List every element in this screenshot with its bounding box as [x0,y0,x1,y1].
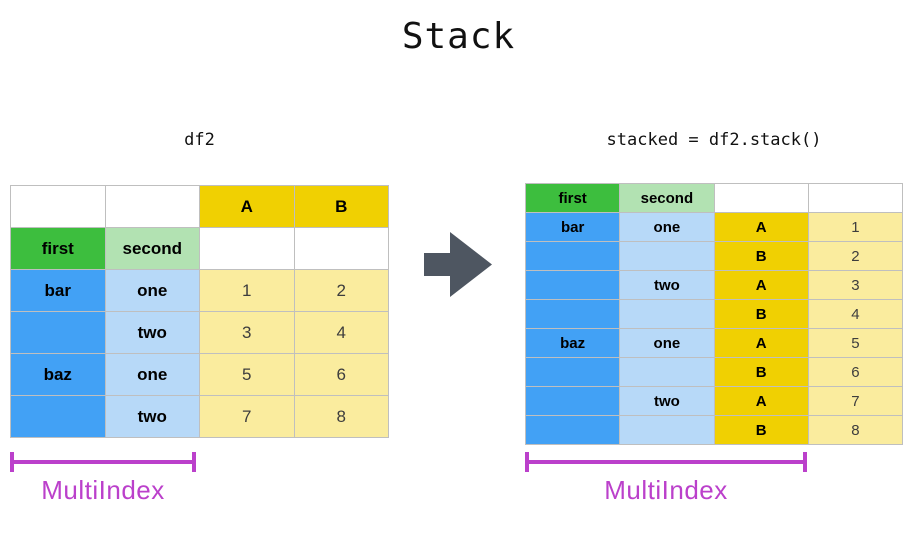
table-cell: 3 [807,270,904,300]
table-cell [524,415,621,445]
table-cell: A [713,270,809,300]
table-cell [524,299,621,329]
table-cell [524,270,621,300]
table-cell [619,241,715,271]
table-cell: second [104,227,200,270]
table-cell: 5 [199,353,295,396]
table-cell: two [104,395,200,438]
table-cell [199,227,295,270]
table-cell [524,357,621,387]
table-cell [10,311,106,354]
table-cell [10,185,106,228]
table-cell: one [619,328,715,358]
table-cell [619,357,715,387]
table-cell: 4 [293,311,389,354]
table-cell [619,415,715,445]
table-cell: two [619,270,715,300]
table-cell: 6 [293,353,389,396]
multiindex-label-left: MultiIndex [41,475,165,505]
table-cell: second [619,183,715,213]
table-cell: B [713,357,809,387]
table-cell: 1 [199,269,295,312]
table-cell: B [293,185,389,228]
left-table-caption: df2 [184,130,215,150]
table-cell: 4 [807,299,904,329]
table-cell: baz [524,328,621,358]
table-cell: A [713,328,809,358]
table-cell: 7 [807,386,904,416]
table-cell: baz [10,353,106,396]
table-cell: A [713,212,809,242]
table-cell: one [104,353,200,396]
table-cell: 8 [293,395,389,438]
table-cell: 8 [807,415,904,445]
table-cell: 2 [807,241,904,271]
table-cell [524,241,621,271]
table-cell: one [104,269,200,312]
bracket-cap [192,452,196,472]
multiindex-label-right: MultiIndex [604,475,728,505]
table-cell [293,227,389,270]
table-cell [807,183,904,213]
table-cell: first [524,183,621,213]
multiindex-bracket-right [525,452,807,472]
table-cell: 2 [293,269,389,312]
table-cell: B [713,241,809,271]
right-arrow-icon [424,231,494,303]
table-cell [524,386,621,416]
table-cell: two [104,311,200,354]
bracket-line [10,460,196,464]
table-cell [10,395,106,438]
table-cell: 5 [807,328,904,358]
multiindex-bracket-left [10,452,196,472]
table-cell: A [713,386,809,416]
table-cell: bar [524,212,621,242]
table-cell [104,185,200,228]
table-cell: 7 [199,395,295,438]
table-cell [619,299,715,329]
table-cell: bar [10,269,106,312]
right-table-caption: stacked = df2.stack() [606,130,822,150]
table-cell: A [199,185,295,228]
table-cell [713,183,809,213]
table-cell: one [619,212,715,242]
bracket-cap [803,452,807,472]
page-title: Stack [401,16,516,57]
table-cell: two [619,386,715,416]
table-cell: 1 [807,212,904,242]
table-cell: first [10,227,106,270]
bracket-line [525,460,807,464]
table-cell: B [713,415,809,445]
table-cell: 3 [199,311,295,354]
table-cell: 6 [807,357,904,387]
table-cell: B [713,299,809,329]
